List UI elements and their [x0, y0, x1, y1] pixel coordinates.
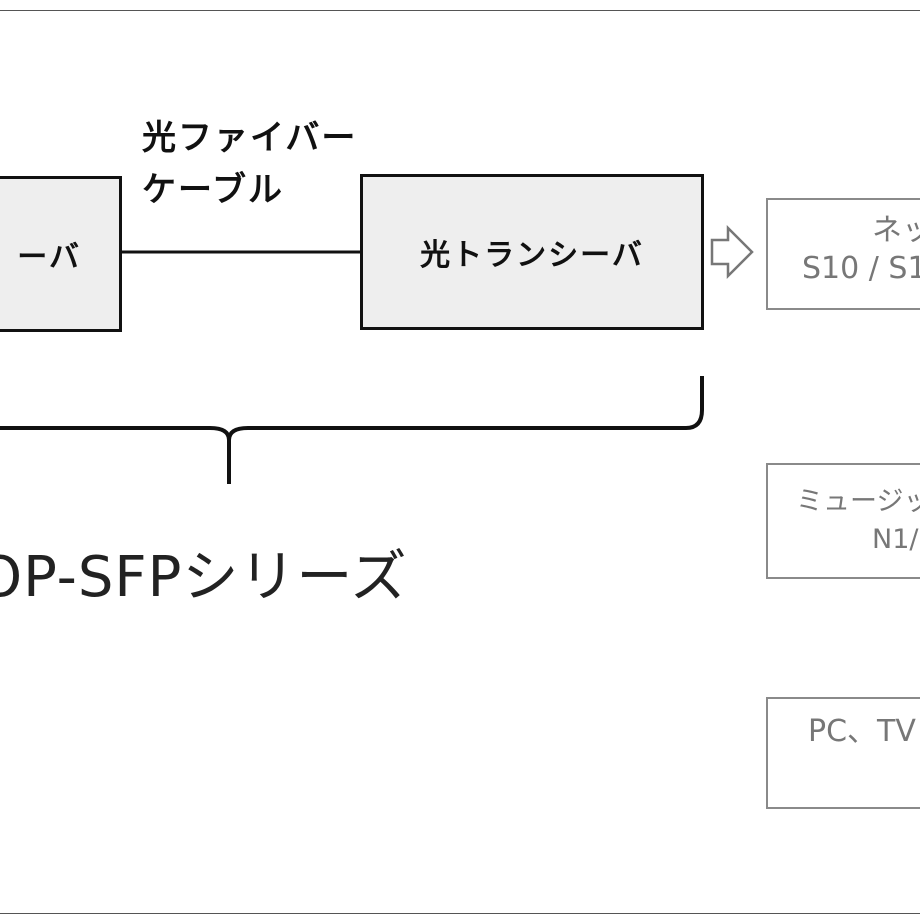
fiber-label-line1: 光ファイバー: [142, 118, 358, 158]
optical-transceiver-box: 光トランシーバ: [360, 174, 704, 330]
network-box-line1: ネット: [872, 213, 920, 248]
network-box-line2: S10 / S1: [802, 251, 920, 286]
pc-box-line1: PC、TV: [808, 714, 916, 749]
series-label: OP-SFPシリーズ: [0, 545, 408, 610]
optical-transceiver-label: 光トランシーバ: [420, 238, 644, 273]
diagram-frame: [0, 10, 920, 914]
music-box-line1: ミュージッ: [796, 486, 920, 517]
music-device-box: ミュージッ N1/: [766, 463, 920, 579]
brace-bracket: [0, 376, 704, 484]
network-device-box: ネット S10 / S1: [766, 198, 920, 310]
music-box-line2: N1/: [872, 524, 919, 555]
pc-tv-box: PC、TV: [766, 697, 920, 809]
fiber-cable-label: 光ファイバー ケーブル: [142, 112, 357, 216]
left-transceiver-box: ーバ: [0, 176, 122, 332]
arrow-right-icon: [710, 224, 754, 280]
fiber-label-line2: ケーブル: [142, 170, 284, 210]
left-transceiver-label: ーバ: [17, 240, 81, 275]
